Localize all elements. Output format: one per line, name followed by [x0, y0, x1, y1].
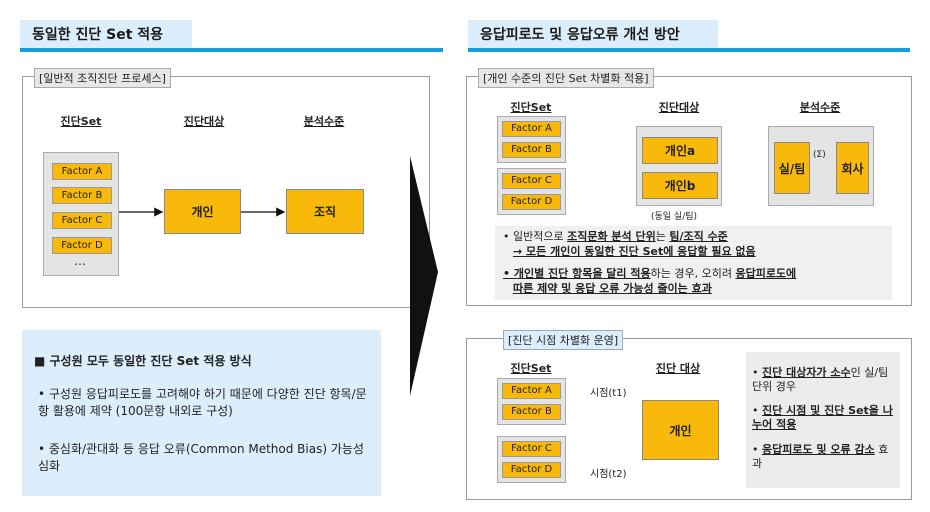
left-summary-heading: ■ 구성원 모두 동일한 진단 Set 적용 방식 — [34, 354, 252, 368]
left-col-level: 분석수준 — [303, 115, 345, 128]
left-section-title: 동일한 진단 Set 적용 — [20, 20, 192, 50]
right-factor-d: Factor D — [502, 194, 561, 210]
right-panel1-tag: [개인 수준의 진단 Set 차별화 적용] — [478, 68, 654, 88]
company-box: 회사 — [836, 142, 869, 194]
left-factor-c: Factor C — [52, 212, 112, 229]
right-col-target: 진단대상 — [658, 101, 700, 114]
person-a-box: 개인a — [642, 137, 718, 164]
left-panel-tag: [일반적 조직진단 프로세스] — [34, 68, 171, 88]
left-factor-b: Factor B — [52, 187, 112, 204]
time-t2-label: 시점(t2) — [590, 469, 627, 480]
right-notes-box — [495, 226, 892, 300]
right-note-1: • 일반적으로 조직문화 분석 단위는 팀/조직 수준 → 모든 개인이 동일한… — [503, 230, 756, 258]
same-team-label: (동일 실/팀) — [651, 212, 698, 222]
right-col-level: 분석수준 — [799, 101, 841, 114]
right2-person-box: 개인 — [642, 400, 719, 460]
right2-factor-a: Factor A — [502, 383, 561, 399]
left-level-box: 조직 — [286, 189, 364, 234]
left-factor-d: Factor D — [52, 237, 112, 254]
left-summary-bullet-1: • 구성원 응답피로도를 고려해야 하기 때문에 다양한 진단 항목/문항 활용… — [38, 387, 367, 418]
right-factor-a: Factor A — [502, 121, 561, 137]
right2-factor-d: Factor D — [502, 462, 561, 478]
time-t1-label: 시점(t1) — [590, 388, 627, 399]
right-panel2-tag: [진단 시점 차별화 운영] — [503, 330, 624, 350]
right-factor-c: Factor C — [502, 173, 561, 189]
right2-side-note-3: • 응답피로도 및 오류 감소 효과 — [752, 443, 889, 470]
left-col-target: 진단대상 — [183, 115, 225, 128]
left-title-underline — [20, 48, 443, 52]
right-title-underline — [468, 48, 910, 52]
sigma-label: (Σ) — [813, 150, 826, 160]
right2-factor-b: Factor B — [502, 404, 561, 420]
left-factor-a: Factor A — [52, 163, 112, 180]
left-summary-box — [22, 330, 381, 496]
right2-col-set: 진단Set — [510, 362, 552, 375]
left-factor-ellipsis: … — [74, 254, 86, 268]
right-note-2: • 개인별 진단 항목을 달리 적용하는 경우, 오히려 응답피로도에 따른 제… — [503, 267, 797, 295]
right-col-set: 진단Set — [510, 101, 552, 114]
right2-side-notes-box — [746, 352, 900, 488]
right2-factor-c: Factor C — [502, 441, 561, 457]
transition-arrow — [410, 156, 438, 396]
left-target-box: 개인 — [164, 189, 241, 234]
right-factor-b: Factor B — [502, 142, 561, 158]
right2-side-note-2: • 진단 시점 및 진단 Set을 나누어 적용 — [752, 404, 893, 431]
person-b-box: 개인b — [642, 172, 718, 199]
team-box: 실/팀 — [774, 142, 810, 194]
right2-col-target: 진단 대상 — [655, 362, 701, 375]
right-section-title: 응답피로도 및 응답오류 개선 방안 — [468, 20, 718, 50]
right2-side-note-1: • 진단 대상자가 소수인 실/팀 단위 경우 — [752, 366, 889, 393]
left-summary-bullet-2: • 중심화/관대화 등 응답 오류(Common Method Bias) 가능… — [38, 442, 364, 473]
left-col-set: 진단Set — [60, 115, 102, 128]
